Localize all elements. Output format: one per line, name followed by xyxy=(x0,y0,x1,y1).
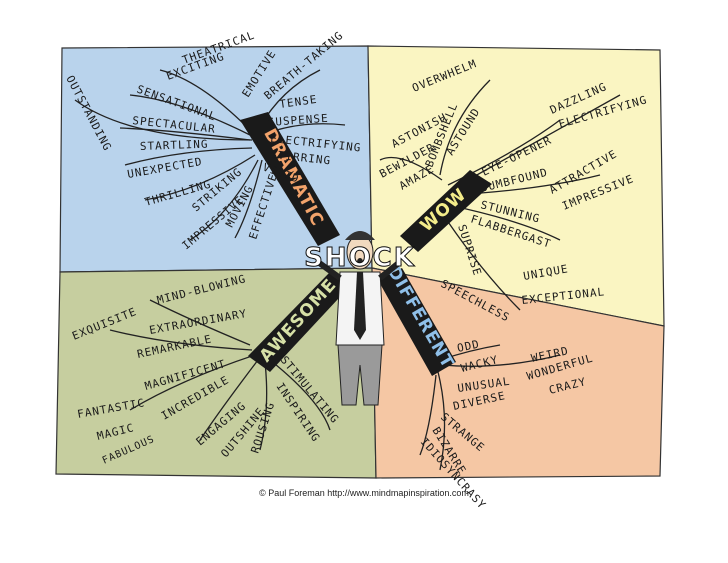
arm-awesome xyxy=(248,272,352,372)
copyright-credit: © Paul Foreman http://www.mindmapinspira… xyxy=(259,488,469,498)
word-stirring: STIRRING xyxy=(270,148,332,167)
word-odd: ODD xyxy=(456,337,481,354)
word-suspense: SUSPENSE xyxy=(267,112,329,129)
word-tense: TENSE xyxy=(279,93,319,111)
arm-different xyxy=(378,268,456,376)
word-startling: STARTLING xyxy=(140,138,209,153)
shocked-man-figure xyxy=(316,231,402,406)
arm-dramatic xyxy=(240,112,340,246)
arm-wow xyxy=(400,170,492,252)
center-word-shock: SHOCK xyxy=(304,243,416,273)
